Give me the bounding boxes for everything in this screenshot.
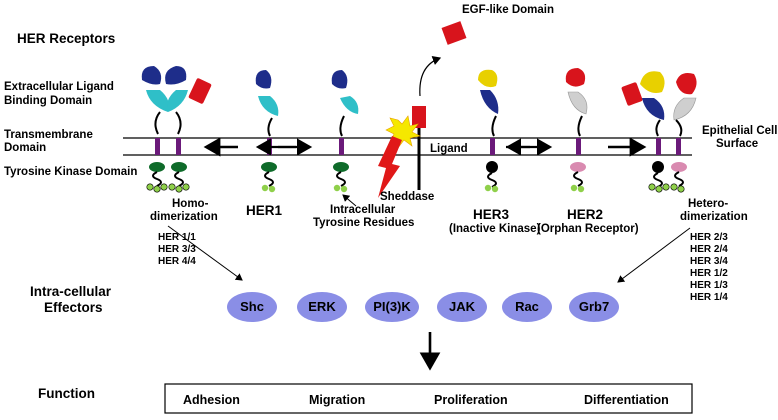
function-adhesion: Adhesion bbox=[183, 393, 240, 407]
her2-receptor bbox=[565, 68, 588, 193]
heterodimer-item: HER 2/3 bbox=[690, 232, 728, 243]
homodimer-item: HER 4/4 bbox=[158, 256, 196, 267]
effectors-title-line2: Effectors bbox=[44, 300, 103, 315]
her1-label: HER1 bbox=[246, 203, 283, 218]
her3-note: (Inactive Kinase) bbox=[449, 223, 541, 235]
her2-label: HER2 bbox=[567, 207, 603, 222]
homodimer-item: HER 3/3 bbox=[158, 244, 196, 255]
cell-surface-label-line1: Epithelial Cell bbox=[702, 125, 777, 137]
tyrosine-label-line2: Tyrosine Residues bbox=[313, 217, 414, 229]
homo-label-line2: dimerization bbox=[150, 211, 218, 223]
tyrosine-pointer-arrow bbox=[342, 194, 357, 207]
ecd-label-line2: Binding Domain bbox=[4, 95, 92, 107]
heterodimer-list: HER 2/3 HER 2/4 HER 3/4 HER 1/2 HER 1/3 … bbox=[690, 232, 728, 303]
her1-open-receptor bbox=[331, 70, 359, 193]
function-differentiation: Differentiation bbox=[584, 393, 669, 407]
hetero-to-effectors-arrow bbox=[617, 227, 691, 283]
her1-receptor bbox=[255, 70, 279, 193]
function-proliferation: Proliferation bbox=[434, 393, 508, 407]
tk-label: Tyrosine Kinase Domain bbox=[4, 166, 137, 178]
effector-label: Shc bbox=[240, 299, 264, 314]
ligand-precursor bbox=[378, 106, 426, 198]
hetero-label-line2: dimerization bbox=[680, 211, 748, 223]
effector-label: Grb7 bbox=[579, 299, 609, 314]
tyrosine-label-line1: Intracellular bbox=[330, 204, 396, 216]
heterodimer-item: HER 1/4 bbox=[690, 292, 728, 303]
effector-rac: Rac bbox=[502, 292, 552, 322]
ecd-label-line1: Extracellular Ligand bbox=[4, 81, 114, 93]
effector-grb7: Grb7 bbox=[569, 292, 619, 322]
effectors-title-line1: Intra-cellular bbox=[30, 284, 112, 299]
effector-label: JAK bbox=[449, 299, 476, 314]
function-migration: Migration bbox=[309, 393, 365, 407]
heterodimer-item: HER 1/3 bbox=[690, 280, 728, 291]
her3-receptor bbox=[478, 69, 499, 193]
homo-to-effectors-arrow bbox=[167, 225, 243, 281]
sheddase-label: Sheddase bbox=[380, 191, 434, 203]
function-box bbox=[164, 383, 693, 414]
homo-label-line1: Homo- bbox=[172, 198, 209, 210]
egf-label: EGF-like Domain bbox=[462, 4, 554, 16]
effector-label: Rac bbox=[515, 299, 539, 314]
function-title: Function bbox=[38, 386, 95, 401]
effector-shc: Shc bbox=[227, 292, 277, 322]
her3-label: HER3 bbox=[473, 207, 510, 222]
effector-pi3k: PI(3)K bbox=[365, 292, 419, 322]
hetero-label-line1: Hetero- bbox=[688, 198, 728, 210]
tm-label-line1: Transmembrane bbox=[4, 129, 93, 141]
heterodimer-receptor bbox=[621, 71, 697, 193]
ligand-label: Ligand bbox=[430, 143, 468, 155]
heterodimer-item: HER 3/4 bbox=[690, 256, 728, 267]
homodimer-item: HER 1/1 bbox=[158, 232, 196, 243]
ligand-release-arrow bbox=[419, 55, 442, 97]
cell-surface-label-line2: Surface bbox=[716, 138, 758, 150]
her2-note: (Orphan Receptor) bbox=[537, 223, 639, 235]
egf-like-domain bbox=[441, 21, 467, 45]
effector-jak: JAK bbox=[437, 292, 487, 322]
her-receptors-title: HER Receptors bbox=[17, 31, 115, 46]
effector-label: ERK bbox=[308, 299, 336, 314]
homodimer-receptor bbox=[141, 66, 212, 193]
homodimer-list: HER 1/1 HER 3/3 HER 4/4 bbox=[158, 232, 196, 267]
tm-label-line2: Domain bbox=[4, 142, 46, 154]
heterodimer-item: HER 1/2 bbox=[690, 268, 728, 279]
effector-label: PI(3)K bbox=[373, 299, 411, 314]
effector-erk: ERK bbox=[297, 292, 347, 322]
heterodimer-item: HER 2/4 bbox=[690, 244, 728, 255]
